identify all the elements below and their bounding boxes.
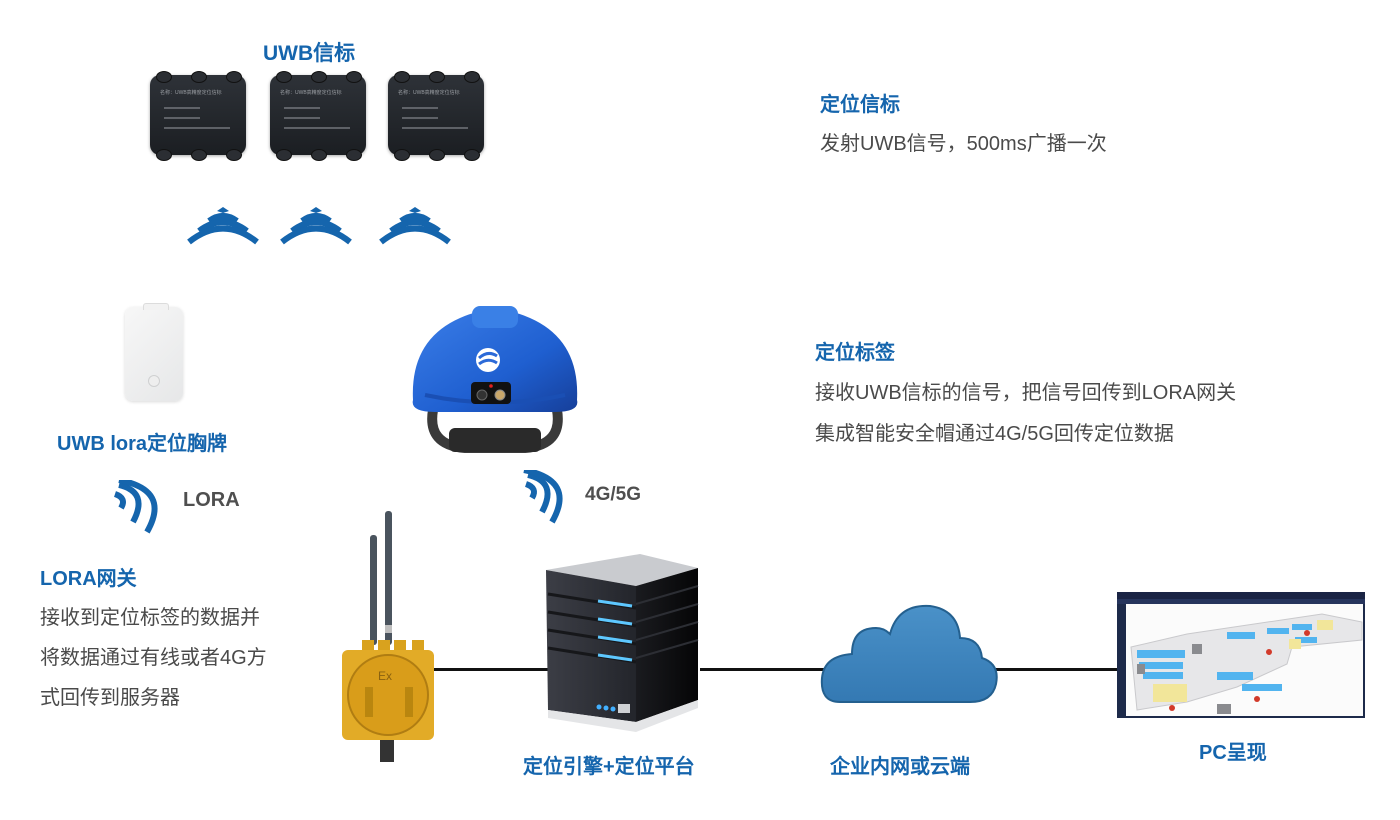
gateway-info-line-2: 将数据通过有线或者4G方 xyxy=(40,647,267,669)
beacon-mount-lug xyxy=(464,149,480,161)
tag-info-line-1: 接收UWB信标的信号，把信号回传到LORA网关 xyxy=(815,382,1237,404)
beacon-mount-lug xyxy=(276,71,292,83)
beacon-mount-lug xyxy=(191,71,207,83)
lora-link-label: LORA xyxy=(183,489,240,511)
smart-helmet-device xyxy=(412,306,578,453)
beacon-spec-line xyxy=(284,127,350,129)
beacon-mount-lug xyxy=(394,149,410,161)
gateway-info-line-3: 式回传到服务器 xyxy=(40,687,180,709)
cellular-link-label: 4G/5G xyxy=(585,484,641,505)
beacon-spec-line xyxy=(284,107,320,109)
badge-label: UWB lora定位胸牌 xyxy=(57,433,227,455)
uwb-beacon-device: 名称：UWB高精度定位信标 xyxy=(388,71,484,161)
connector-cloud-pc xyxy=(995,668,1120,671)
beacon-mount-lug xyxy=(311,71,327,83)
cloud-icon xyxy=(820,604,998,703)
beacon-mount-lug xyxy=(429,149,445,161)
beacon-mount-lug xyxy=(311,149,327,161)
beacon-mount-lug xyxy=(156,149,172,161)
beacon-info-title: 定位信标 xyxy=(820,94,900,116)
beacon-spec-line xyxy=(164,127,230,129)
cellular-signal-icon xyxy=(523,470,563,524)
beacon-spec-line xyxy=(284,117,320,119)
uwb-beacon-device: 名称：UWB高精度定位信标 xyxy=(270,71,366,161)
beacon-mount-lug xyxy=(346,71,362,83)
tag-info-line-2: 集成智能安全帽通过4G/5G回传定位数据 xyxy=(815,423,1174,445)
floor-plan-graphic xyxy=(1130,613,1363,714)
monitor-icon xyxy=(1117,592,1365,718)
tag-info-title: 定位标签 xyxy=(815,342,895,364)
beacon-spec-line xyxy=(402,127,468,129)
badge-lanyard-slot xyxy=(143,303,169,310)
beacon-mount-lug xyxy=(226,149,242,161)
gateway-info-line-1: 接收到定位标签的数据并 xyxy=(40,607,260,629)
beacon-spec-line xyxy=(402,117,438,119)
broadcast-signal-icons xyxy=(187,207,451,245)
connector-gateway-server xyxy=(425,668,550,671)
beacon-nameplate-text: 名称：UWB高精度定位信标 xyxy=(160,90,222,96)
beacon-spec-line xyxy=(164,117,200,119)
beacon-mount-lug xyxy=(464,71,480,83)
beacon-mount-lug xyxy=(156,71,172,83)
beacon-spec-line xyxy=(402,107,438,109)
node-label-cloud: 企业内网或云端 xyxy=(830,756,970,778)
gateway-ex-mark: Ex xyxy=(378,669,392,683)
beacon-mount-lug xyxy=(429,71,445,83)
beacon-mount-lug xyxy=(191,149,207,161)
beacon-info-description: 发射UWB信号，500ms广播一次 xyxy=(820,133,1107,155)
gateway-info-title: LORA网关 xyxy=(40,568,137,590)
beacon-mount-lug xyxy=(346,149,362,161)
lora-signal-icon xyxy=(113,480,158,534)
beacon-nameplate-text: 名称：UWB高精度定位信标 xyxy=(398,90,460,96)
badge-button xyxy=(148,375,160,387)
node-label-server: 定位引擎+定位平台 xyxy=(523,756,695,778)
beacon-mount-lug xyxy=(394,71,410,83)
beacon-mount-lug xyxy=(276,149,292,161)
lora-gateway-device: Ex xyxy=(342,511,434,762)
connector-server-cloud xyxy=(700,668,830,671)
uwb-beacon-label: UWB信标 xyxy=(263,42,356,65)
uwb-beacon-device: 名称：UWB高精度定位信标 xyxy=(150,71,246,161)
beacon-spec-line xyxy=(164,107,200,109)
node-label-monitor: PC呈现 xyxy=(1199,742,1267,764)
broadcast-signal-icon xyxy=(187,207,451,245)
beacon-mount-lug xyxy=(226,71,242,83)
uwb-lora-badge-device xyxy=(125,303,183,401)
server-icon xyxy=(546,554,699,732)
beacon-nameplate-text: 名称：UWB高精度定位信标 xyxy=(280,90,342,96)
